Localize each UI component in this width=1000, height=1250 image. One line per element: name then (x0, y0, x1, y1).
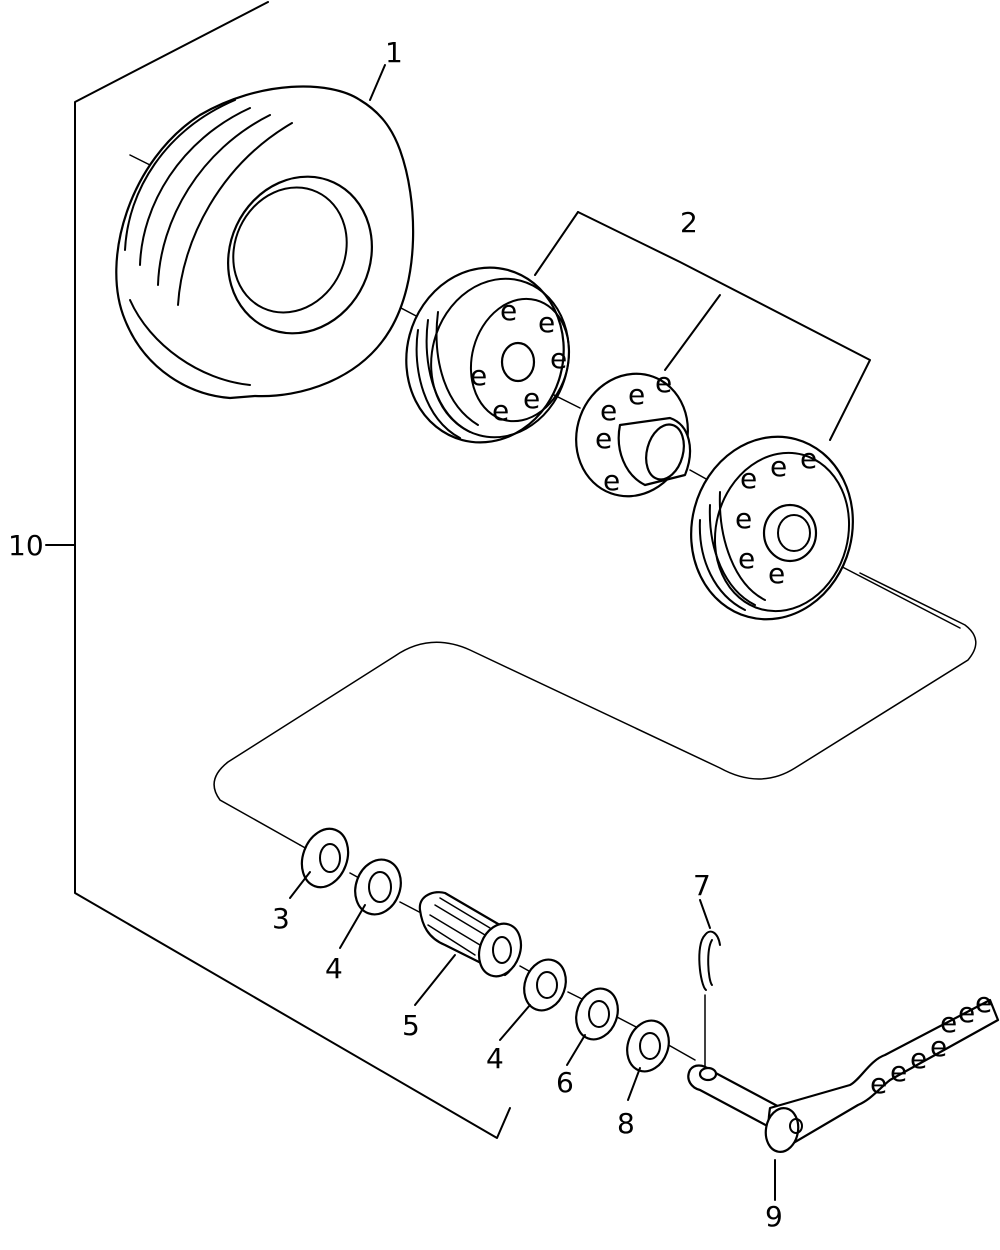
label-bearing: 5 (402, 1009, 420, 1042)
svg-text:e: e (595, 422, 612, 455)
svg-text:e: e (550, 342, 567, 375)
label-wheel-halves: 2 (680, 206, 698, 239)
svg-text:e: e (800, 442, 817, 475)
svg-text:e: e (655, 366, 672, 399)
snap-ring (300, 827, 350, 889)
label-cotter-pin: 7 (693, 869, 711, 902)
wheel-hub: e e e e e (575, 366, 692, 498)
svg-text:e: e (538, 306, 555, 339)
label-washer-left: 4 (325, 952, 343, 985)
svg-text:e: e (523, 382, 540, 415)
washer-left (354, 858, 402, 916)
svg-text:e: e (890, 1055, 907, 1088)
svg-text:e: e (958, 996, 975, 1029)
svg-text:e: e (940, 1006, 957, 1039)
bearing (418, 891, 523, 978)
svg-text:e: e (975, 986, 992, 1019)
leader-lines (289, 64, 871, 1201)
svg-text:e: e (910, 1042, 927, 1075)
svg-text:e: e (768, 557, 785, 590)
label-snap-ring: 3 (272, 902, 290, 935)
svg-text:e: e (492, 394, 509, 427)
tire (115, 85, 415, 400)
svg-text:e: e (600, 394, 617, 427)
svg-text:e: e (628, 378, 645, 411)
svg-text:e: e (930, 1030, 947, 1063)
wheel-half-right: e e e e e e (690, 435, 854, 621)
spacer (626, 1019, 670, 1073)
svg-text:e: e (740, 462, 757, 495)
svg-text:e: e (470, 359, 487, 392)
connector-loop (213, 572, 977, 846)
svg-text:e: e (735, 502, 752, 535)
label-washer-right: 4 (486, 1042, 504, 1075)
label-assembly: 10 (8, 529, 44, 562)
label-axle-arm: 9 (765, 1200, 783, 1233)
svg-text:e: e (738, 542, 755, 575)
cotter-pin (698, 930, 721, 1069)
seal (575, 987, 619, 1041)
assembly-bracket (45, 1, 511, 1139)
svg-text:e: e (770, 450, 787, 483)
wheel-half-left: e e e e e e (405, 266, 571, 444)
label-tire: 1 (385, 36, 403, 69)
svg-text:e: e (500, 294, 517, 327)
label-spacer: 8 (617, 1107, 635, 1140)
axle-arm: e e e e e e e (687, 986, 1000, 1153)
svg-text:e: e (870, 1067, 887, 1100)
svg-text:e: e (603, 464, 620, 497)
label-seal: 6 (556, 1066, 574, 1099)
washer-right (523, 958, 567, 1012)
